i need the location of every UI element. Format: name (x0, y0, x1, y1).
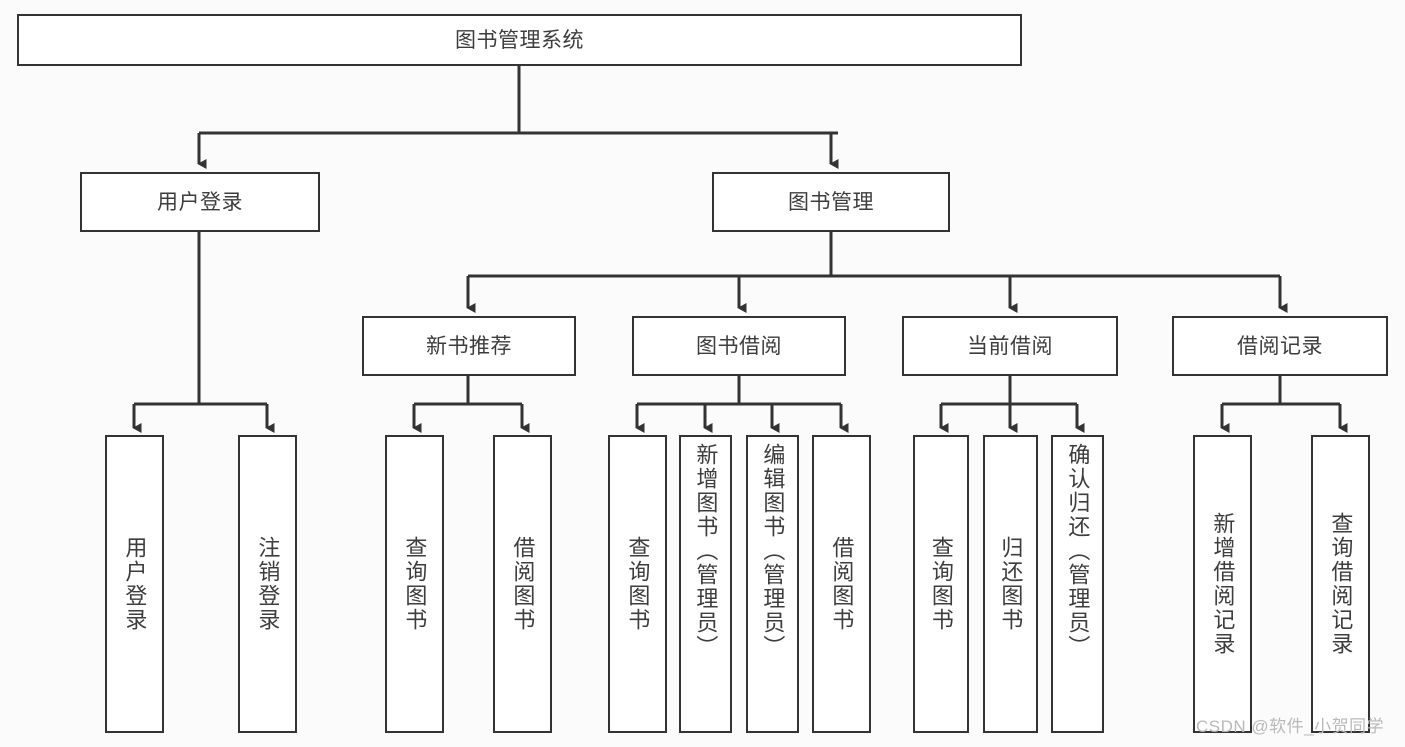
leaf-user-login-label: 用户登录 (122, 536, 148, 632)
leaf-query-book-2[interactable]: 查询图书 (608, 435, 667, 733)
node-book-management[interactable]: 图书管理 (712, 172, 950, 232)
node-user-login[interactable]: 用户登录 (80, 172, 320, 232)
node-new-book-recommend[interactable]: 新书推荐 (362, 316, 576, 376)
node-borrow-record[interactable]: 借阅记录 (1172, 316, 1388, 376)
node-current-borrow[interactable]: 当前借阅 (902, 316, 1118, 376)
leaf-add-book-label: 新增图书（管理员） (693, 443, 719, 659)
node-book-borrow-label: 图书借阅 (696, 334, 782, 358)
leaf-add-record-label: 新增借阅记录 (1210, 512, 1236, 656)
leaf-query-record[interactable]: 查询借阅记录 (1311, 435, 1370, 733)
node-book-management-label: 图书管理 (788, 190, 874, 214)
leaf-query-book-2-label: 查询图书 (625, 536, 651, 632)
leaf-borrow-book-1-label: 借阅图书 (510, 536, 536, 632)
leaf-return-book-label: 归还图书 (998, 536, 1024, 632)
node-book-borrow[interactable]: 图书借阅 (632, 316, 846, 376)
leaf-add-record[interactable]: 新增借阅记录 (1193, 435, 1252, 733)
leaf-query-book-3[interactable]: 查询图书 (913, 435, 969, 733)
leaf-edit-book[interactable]: 编辑图书（管理员） (746, 435, 799, 733)
node-root[interactable]: 图书管理系统 (17, 14, 1022, 66)
leaf-confirm-return-label: 确认归还（管理员） (1065, 443, 1091, 659)
leaf-logout-login[interactable]: 注销登录 (238, 435, 297, 733)
leaf-query-record-label: 查询借阅记录 (1328, 512, 1354, 656)
node-root-label: 图书管理系统 (455, 28, 584, 52)
leaf-edit-book-label: 编辑图书（管理员） (760, 443, 786, 659)
leaf-add-book[interactable]: 新增图书（管理员） (679, 435, 732, 733)
leaf-query-book-3-label: 查询图书 (928, 536, 954, 632)
leaf-confirm-return[interactable]: 确认归还（管理员） (1051, 435, 1104, 733)
leaf-borrow-book-2-label: 借阅图书 (829, 536, 855, 632)
node-borrow-record-label: 借阅记录 (1237, 334, 1323, 358)
node-current-borrow-label: 当前借阅 (967, 334, 1053, 358)
node-user-login-label: 用户登录 (157, 190, 243, 214)
leaf-borrow-book-1[interactable]: 借阅图书 (493, 435, 552, 733)
node-new-book-recommend-label: 新书推荐 (426, 334, 512, 358)
leaf-query-book-1-label: 查询图书 (402, 536, 428, 632)
leaf-borrow-book-2[interactable]: 借阅图书 (812, 435, 871, 733)
leaf-logout-login-label: 注销登录 (255, 536, 281, 632)
leaf-query-book-1[interactable]: 查询图书 (385, 435, 444, 733)
leaf-user-login[interactable]: 用户登录 (105, 435, 164, 733)
csdn-watermark: CSDN @软件_小贺同学 (1196, 717, 1385, 736)
leaf-return-book[interactable]: 归还图书 (983, 435, 1038, 733)
